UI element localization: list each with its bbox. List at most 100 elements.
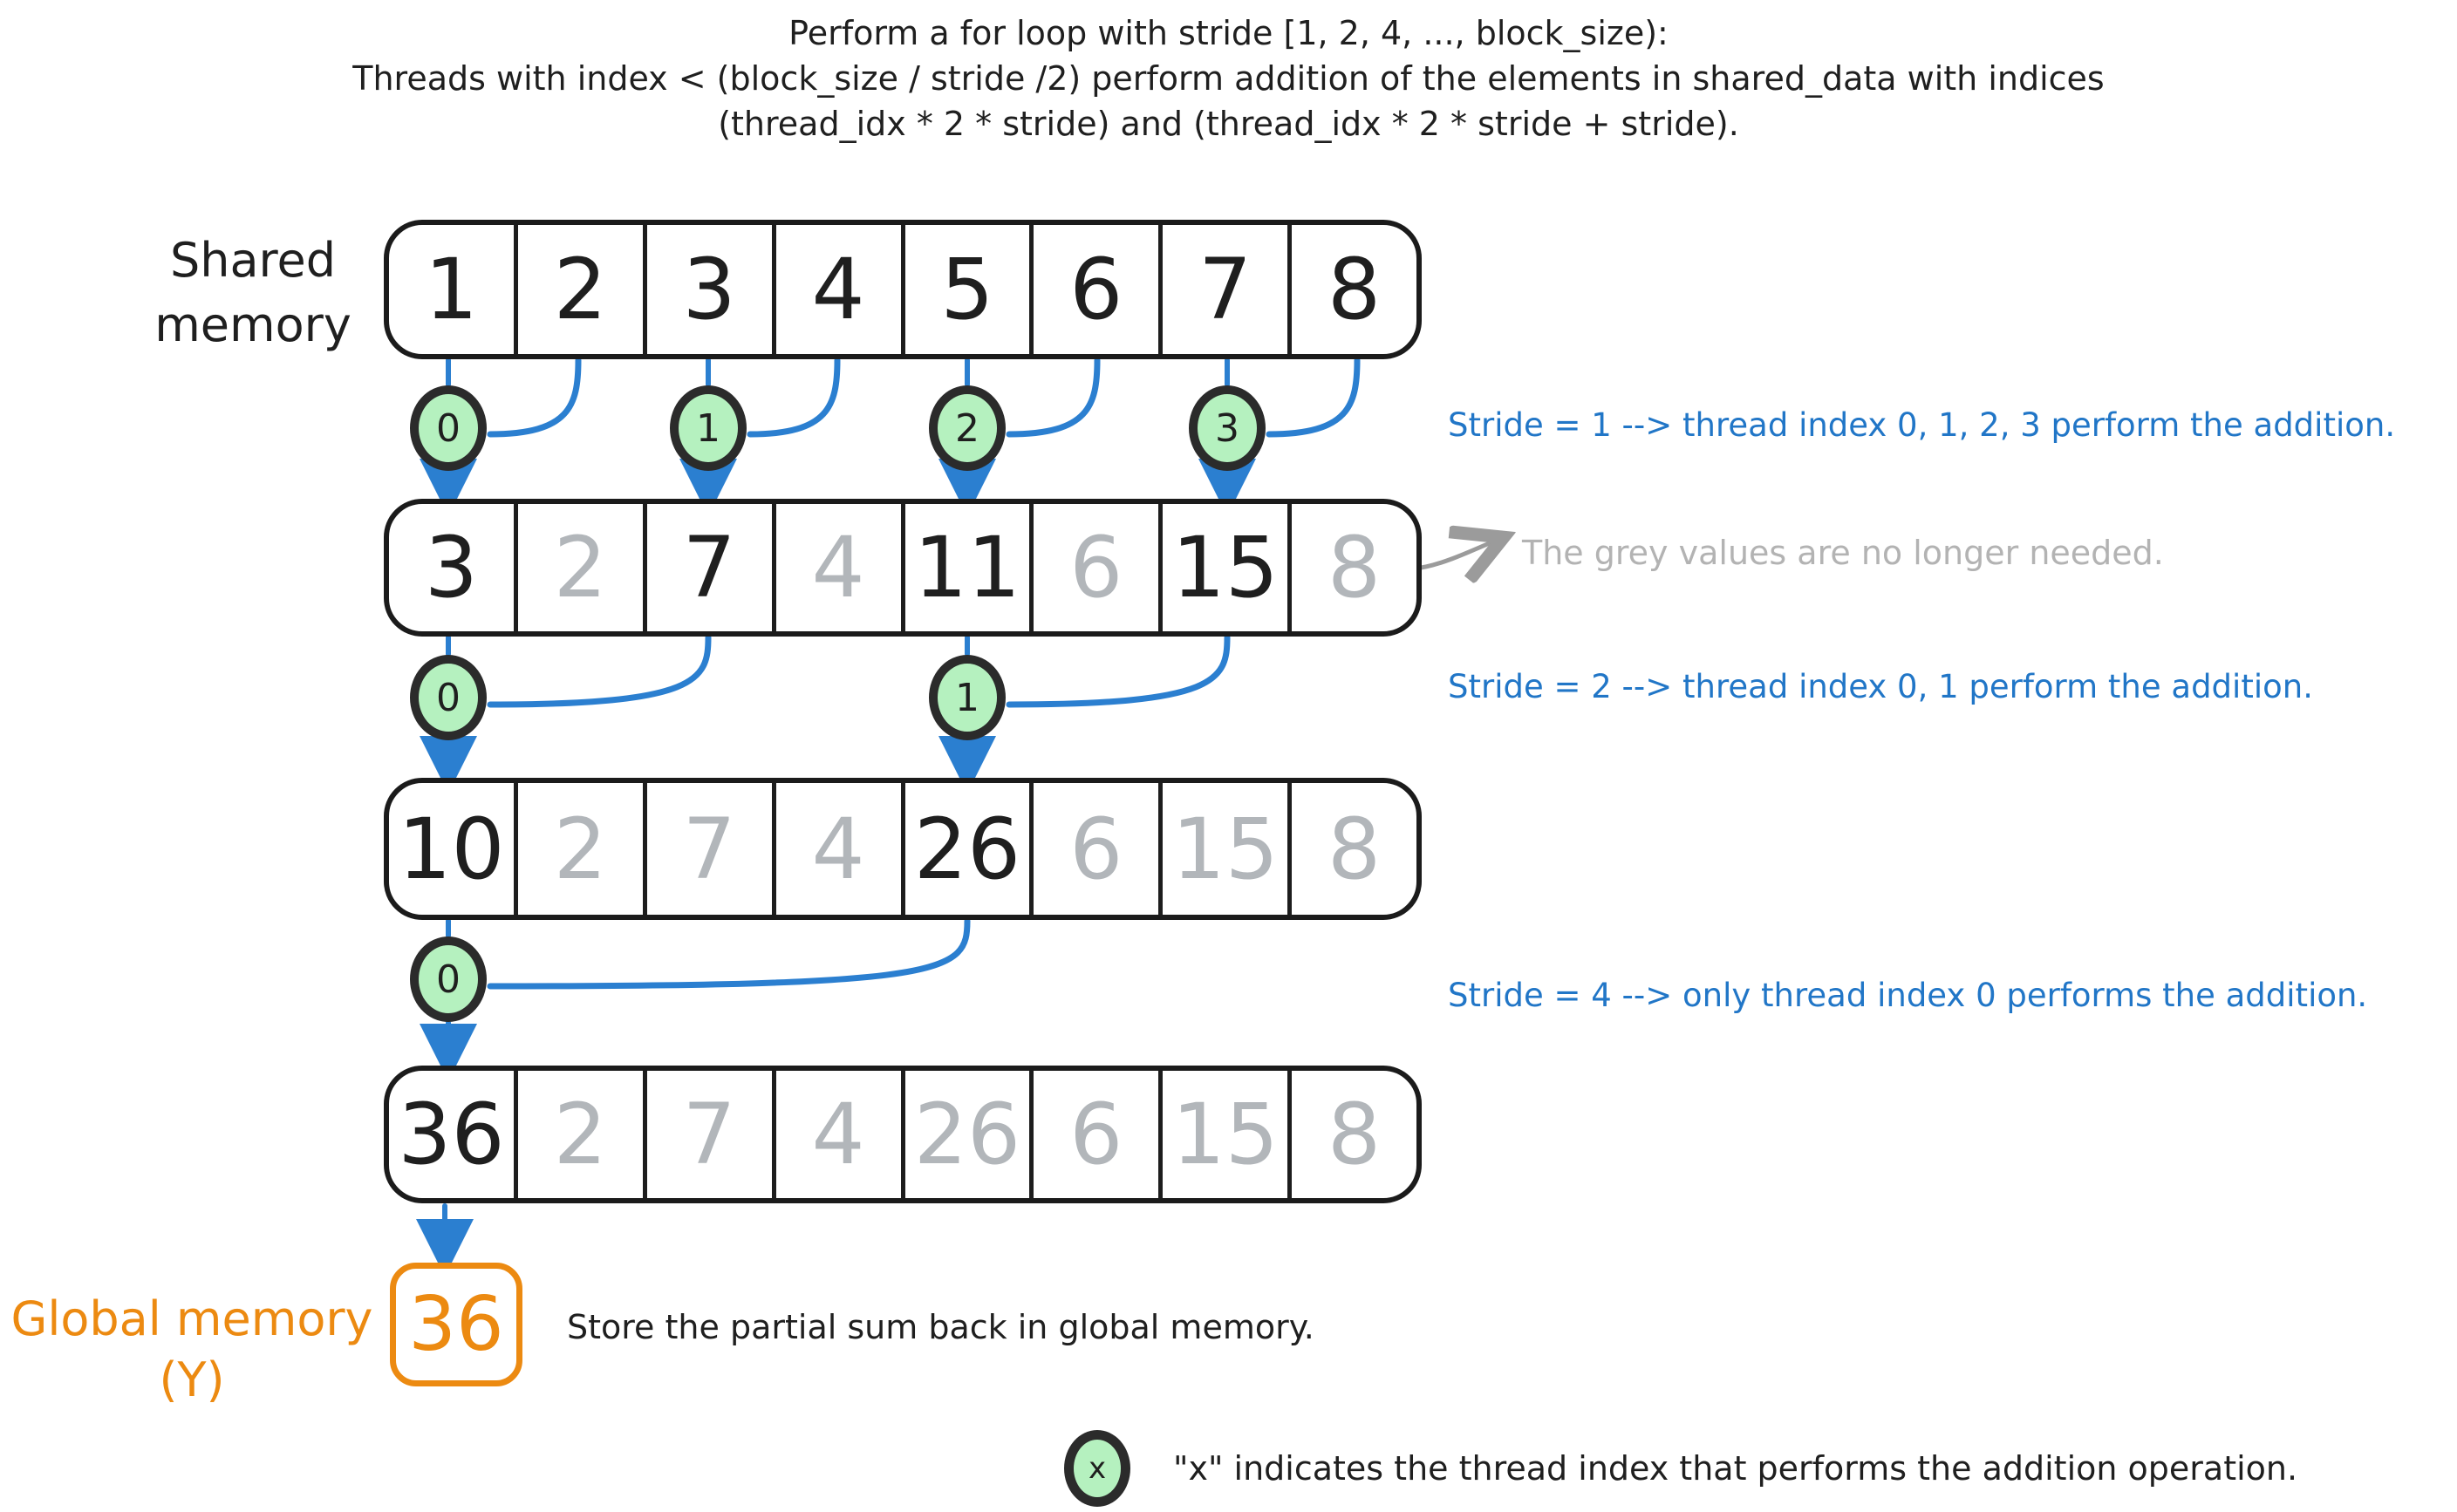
cell-value: 2 <box>553 519 607 616</box>
memory-row-2: 10 2 7 4 26 6 15 8 <box>384 778 1422 920</box>
memory-cell: 11 <box>905 504 1034 631</box>
stride2-connectors <box>420 634 1231 793</box>
memory-cell: 7 <box>647 783 776 915</box>
s2-t0-partner-curve <box>487 634 712 708</box>
s1-t0-partner-curve <box>487 357 582 438</box>
memory-cell: 6 <box>1034 225 1164 354</box>
title-line-1: Perform a for loop with stride [1, 2, 4,… <box>788 14 1669 52</box>
cell-value: 15 <box>1171 519 1279 616</box>
cell-value: 26 <box>913 1086 1021 1183</box>
legend-thread-circle: x <box>1064 1430 1130 1507</box>
memory-cell: 2 <box>518 225 647 354</box>
thread-index: 2 <box>955 405 979 451</box>
memory-cell: 36 <box>389 1071 518 1198</box>
thread-circle-s2-t0: 0 <box>410 655 487 740</box>
s1-t3-partner-curve <box>1266 357 1361 438</box>
memory-row-1: 3 2 7 4 11 6 15 8 <box>384 499 1422 637</box>
memory-cell: 10 <box>389 783 518 915</box>
memory-cell: 4 <box>776 1071 905 1198</box>
memory-cell: 26 <box>905 783 1034 915</box>
memory-cell: 2 <box>518 1071 647 1198</box>
cell-value: 2 <box>553 800 607 898</box>
memory-cell: 7 <box>647 1071 776 1198</box>
global-memory-value: 36 <box>408 1281 504 1368</box>
global-memory-label: Global memory (Y) <box>9 1289 375 1411</box>
cell-value: 4 <box>811 1086 865 1183</box>
title-line-2: Threads with index < (block_size / strid… <box>352 59 2105 98</box>
memory-cell: 15 <box>1163 1071 1293 1198</box>
memory-cell: 8 <box>1292 783 1416 915</box>
thread-circle-s2-t1: 1 <box>929 655 1006 740</box>
thread-index: 0 <box>436 405 461 451</box>
shared-memory-label: Shared memory <box>122 228 384 358</box>
cell-value: 26 <box>913 800 1021 898</box>
s2-t1-partner-curve <box>1006 634 1231 708</box>
memory-cell: 7 <box>647 504 776 631</box>
cell-value: 6 <box>1069 519 1123 616</box>
cell-value: 7 <box>682 1086 736 1183</box>
memory-cell: 6 <box>1034 783 1164 915</box>
grey-values-note: The grey values are no longer needed. <box>1522 534 2164 572</box>
stride1-note: Stride = 1 --> thread index 0, 1, 2, 3 p… <box>1448 406 2396 444</box>
memory-row-0: 1 2 3 4 5 6 7 8 <box>384 220 1422 359</box>
stride4-note: Stride = 4 --> only thread index 0 perfo… <box>1448 977 2368 1014</box>
memory-cell: 6 <box>1034 1071 1164 1198</box>
memory-cell: 8 <box>1292 1071 1416 1198</box>
thread-circle-s1-t1: 1 <box>670 385 747 471</box>
global-memory-label-line2: (Y) <box>159 1352 225 1407</box>
memory-cell: 3 <box>389 504 518 631</box>
cell-value: 3 <box>682 241 736 338</box>
memory-cell: 5 <box>905 225 1034 354</box>
thread-index: 3 <box>1215 405 1239 451</box>
memory-cell: 7 <box>1163 225 1293 354</box>
cell-value: 7 <box>1198 241 1252 338</box>
shared-memory-label-line2: memory <box>154 297 351 352</box>
cell-value: 2 <box>553 1086 607 1183</box>
thread-index: 0 <box>436 957 461 1002</box>
title-line-3: (thread_idx * 2 * stride) and (thread_id… <box>718 105 1739 143</box>
cell-value: 7 <box>682 519 736 616</box>
memory-cell: 15 <box>1163 504 1293 631</box>
cell-value: 8 <box>1327 519 1382 616</box>
memory-cell: 3 <box>647 225 776 354</box>
memory-row-3: 36 2 7 4 26 6 15 8 <box>384 1066 1422 1203</box>
s1-t2-partner-curve <box>1006 357 1101 438</box>
memory-cell: 1 <box>389 225 518 354</box>
thread-index: 1 <box>955 675 979 720</box>
cell-value: 4 <box>811 241 865 338</box>
cell-value: 6 <box>1069 800 1123 898</box>
cell-value: 7 <box>682 800 736 898</box>
cell-value: 8 <box>1327 241 1382 338</box>
cell-value: 8 <box>1327 800 1382 898</box>
cell-value: 1 <box>424 241 478 338</box>
cell-value: 4 <box>811 519 865 616</box>
cell-value: 5 <box>940 241 994 338</box>
global-memory-box: 36 <box>390 1263 522 1386</box>
store-note: Store the partial sum back in global mem… <box>567 1308 1314 1346</box>
shared-memory-label-line1: Shared <box>169 233 337 288</box>
thread-circle-s1-t0: 0 <box>410 385 487 471</box>
cell-value: 3 <box>424 519 478 616</box>
memory-cell: 4 <box>776 504 905 631</box>
cell-value: 2 <box>553 241 607 338</box>
memory-cell: 4 <box>776 783 905 915</box>
cell-value: 6 <box>1069 1086 1123 1183</box>
cell-value: 6 <box>1069 241 1123 338</box>
thread-index: 1 <box>696 405 720 451</box>
thread-index: 0 <box>436 675 461 720</box>
cell-value: 15 <box>1171 800 1279 898</box>
cell-value: 10 <box>398 800 505 898</box>
memory-cell: 6 <box>1034 504 1164 631</box>
stride2-note: Stride = 2 --> thread index 0, 1 perform… <box>1448 668 2313 705</box>
legend-text: "x" indicates the thread index that perf… <box>1173 1449 2298 1488</box>
s4-t0-partner-curve <box>487 917 971 990</box>
memory-cell: 2 <box>518 783 647 915</box>
memory-cell: 4 <box>776 225 905 354</box>
memory-cell: 2 <box>518 504 647 631</box>
global-memory-label-line1: Global memory <box>10 1291 373 1346</box>
memory-cell: 15 <box>1163 783 1293 915</box>
cell-value: 8 <box>1327 1086 1382 1183</box>
cell-value: 11 <box>913 519 1021 616</box>
memory-cell: 8 <box>1292 225 1416 354</box>
memory-cell: 8 <box>1292 504 1416 631</box>
